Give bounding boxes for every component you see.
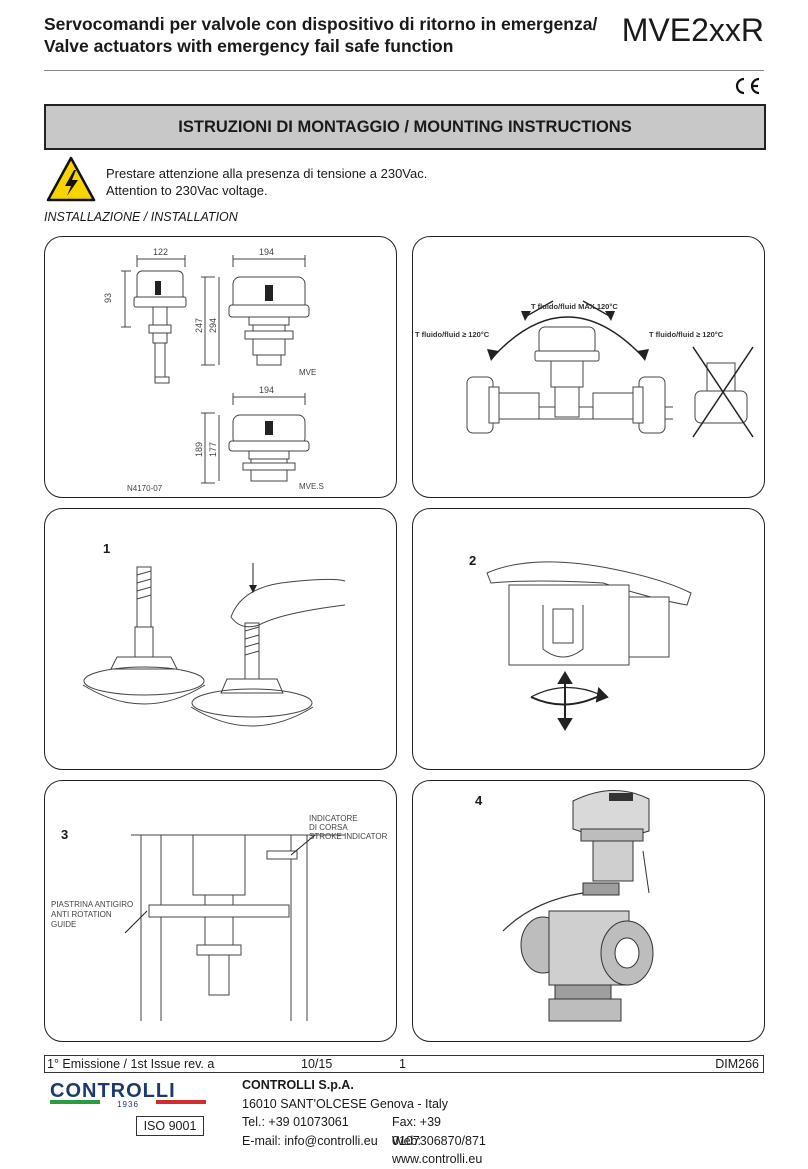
page-number: 1	[399, 1057, 406, 1071]
step2-drawing	[486, 561, 692, 731]
anti-rotation-plate-en2: GUIDE	[51, 920, 76, 929]
orientation-panel: T fluido/fluid MAX 120°C T fluido/fluid …	[412, 236, 765, 498]
dim-177: 177	[208, 442, 218, 457]
company-tel: Tel.: +39 01073061	[242, 1115, 349, 1129]
anti-rotation-plate-en: ANTI ROTATION	[51, 910, 112, 919]
dim-194-top: 194	[259, 247, 274, 257]
issue-date: 10/15	[301, 1057, 333, 1071]
company-name: CONTROLLI S.p.A.	[242, 1078, 354, 1092]
iso-9001-badge: ISO 9001	[136, 1116, 204, 1136]
company-info: CONTROLLI S.p.A. 16010 SANT'OLCESE Genov…	[242, 1076, 486, 1166]
orientation-max-label: T fluido/fluid MAX 120°C	[531, 302, 618, 311]
stroke-indicator-it2: DI CORSA	[309, 823, 348, 832]
step4-drawing	[502, 790, 654, 1022]
warning-text-italian: Prestare attenzione alla presenza di ten…	[106, 166, 428, 181]
orientation-left-label: T fluido/fluid ≥ 120°C	[415, 330, 490, 339]
dimensions-drawing: 122 194 93 247 294 MVE 194 189 177 N4170…	[103, 247, 324, 493]
document-title: Servocomandi per valvole con dispositivo…	[44, 13, 597, 57]
logo-text: CONTROLLI	[50, 1080, 176, 1102]
drawing-code: N4170-07	[127, 484, 163, 493]
stroke-indicator-en: STROKE INDICATOR	[309, 832, 388, 841]
dim-194-bottom: 194	[259, 385, 274, 395]
label-mve: MVE	[299, 368, 316, 377]
step4-panel: 4	[412, 780, 765, 1042]
step3-number: 3	[61, 827, 69, 842]
high-voltage-warning-icon	[46, 156, 96, 202]
company-web[interactable]: Web: www.controlli.eu	[392, 1133, 483, 1167]
model-code: MVE2xxR	[621, 12, 764, 48]
stroke-indicator-it: INDICATORE	[309, 814, 358, 823]
dim-294: 294	[208, 318, 218, 333]
instructions-banner: ISTRUZIONI DI MONTAGGIO / MOUNTING INSTR…	[44, 104, 766, 150]
step3-panel: INDICATORE DI CORSA STROKE INDICATOR PIA…	[44, 780, 397, 1042]
orientation-drawing: T fluido/fluid MAX 120°C T fluido/fluid …	[415, 300, 754, 438]
dimensions-panel: 122 194 93 247 294 MVE 194 189 177 N4170…	[44, 236, 397, 498]
orientation-right-label: T fluido/fluid ≥ 120°C	[649, 330, 724, 339]
step2-number: 2	[469, 553, 477, 568]
header-divider	[44, 70, 764, 71]
installation-section-label: INSTALLAZIONE / INSTALLATION	[44, 210, 238, 224]
controlli-logo: CONTROLLI 1936	[46, 1078, 210, 1109]
company-address: 16010 SANT'OLCESE Genova - Italy	[242, 1096, 448, 1111]
issue-footer-line: 1° Emissione / 1st Issue rev. a 10/15 1 …	[44, 1055, 764, 1073]
step3-drawing: INDICATORE DI CORSA STROKE INDICATOR PIA…	[51, 814, 388, 1021]
title-english: Valve actuators with emergency fail safe…	[44, 36, 454, 56]
dim-247: 247	[194, 318, 204, 333]
company-email[interactable]: E-mail: info@controlli.eu	[242, 1133, 378, 1148]
company-fax: Fax: +39 0107306870/871	[392, 1115, 486, 1148]
ce-mark-icon	[735, 77, 760, 95]
logo-year: 1936	[117, 1100, 139, 1108]
anti-rotation-plate-it: PIASTRINA ANTIGIRO	[51, 900, 133, 909]
step2-panel: 2	[412, 508, 765, 770]
warning-text: Prestare attenzione alla presenza di ten…	[106, 165, 427, 199]
ce-mark-logo	[732, 76, 762, 102]
issue-text: 1° Emissione / 1st Issue rev. a	[47, 1057, 215, 1071]
step1-panel: 1	[44, 508, 397, 770]
label-mves: MVE.S	[299, 482, 324, 491]
warning-text-english: Attention to 230Vac voltage.	[106, 183, 268, 198]
dim-122: 122	[153, 247, 168, 257]
step4-number: 4	[475, 793, 483, 808]
step1-drawing	[82, 563, 346, 727]
step1-number: 1	[103, 541, 111, 556]
title-italian: Servocomandi per valvole con dispositivo…	[44, 14, 598, 34]
document-code: DIM266	[715, 1057, 759, 1071]
dim-93: 93	[103, 293, 113, 303]
dim-189: 189	[194, 442, 204, 457]
